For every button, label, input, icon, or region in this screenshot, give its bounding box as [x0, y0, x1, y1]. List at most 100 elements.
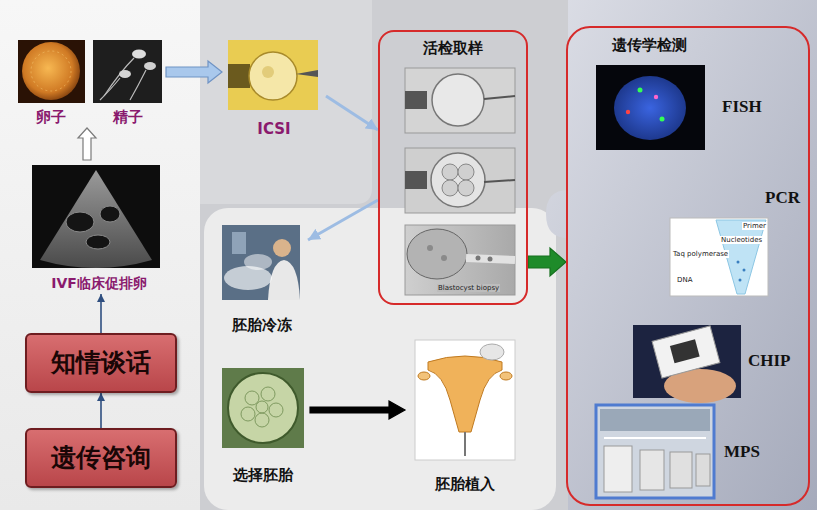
node-label: 活检取样: [423, 39, 483, 57]
ultrasound-image: [32, 165, 160, 268]
biopsy-photo-part: [405, 171, 427, 189]
image-node: 胚胎冷冻: [216, 220, 308, 336]
biopsy-photo-part: [405, 68, 515, 133]
embryo-photo-part: [228, 373, 298, 443]
embryo-photo-part: [245, 391, 259, 405]
embryo-photo-part: [269, 403, 283, 417]
chip-photo: [633, 325, 741, 403]
uterus-illustration-part: [418, 372, 430, 380]
biopsy-photo-part: [431, 153, 485, 207]
sequencer-photo-part: [604, 437, 706, 439]
image-node: 精子: [90, 36, 166, 128]
icsi-photo-part: [296, 70, 318, 77]
icsi-photo-part: [262, 66, 274, 78]
fish-image-part: [660, 117, 665, 122]
biopsy-photo-part: [442, 180, 458, 196]
biopsy-photo-part: [405, 148, 515, 213]
node-label: 胚胎冷冻: [232, 316, 292, 334]
uterus-illustration-part: [415, 340, 515, 460]
sequencer-photo-part: [640, 450, 664, 490]
fish-image-part: [614, 76, 686, 140]
node-label: MPS: [724, 442, 760, 462]
flow-arrow: [310, 401, 405, 419]
node-label: 知情谈话: [51, 348, 151, 378]
fish-image-part: [626, 110, 630, 114]
image-node: 选择胚胎: [216, 362, 310, 486]
sperm-photo-part: [104, 58, 134, 96]
sperm-photo-part: [93, 40, 162, 103]
node-label: PCR: [765, 188, 800, 208]
embryo-photo-part: [222, 368, 304, 448]
uterus-illustration: [415, 340, 515, 460]
backdrop-part: [204, 208, 556, 510]
biopsy-photo-part: [441, 255, 447, 261]
embryo-photo-part: [256, 401, 268, 413]
sperm-photo-part: [132, 50, 146, 59]
biopsy-photo-part: [427, 245, 433, 251]
process-box: 知情谈话: [25, 333, 177, 393]
flow-arrow: [528, 248, 566, 276]
pcr-image-part: [743, 269, 746, 272]
node-label: FISH: [722, 97, 762, 117]
uterus-illustration-part: [428, 356, 502, 432]
image-caption: Blastocyst biopsy: [437, 284, 500, 292]
sperm-photo-part: [144, 62, 156, 70]
icsi-photo-part: [228, 40, 318, 110]
egg-photo-part: [18, 40, 85, 103]
backdrop-part: [200, 0, 817, 510]
sperm-photo-part: [100, 78, 120, 100]
freezing-photo: [222, 225, 300, 300]
sperm-photo-part: [119, 70, 131, 78]
node-label: 精子: [113, 108, 143, 126]
biopsy-photo-part: [458, 180, 474, 196]
sequencer-photo-part: [696, 454, 710, 486]
process-box: 遗传咨询: [25, 428, 177, 488]
uterus-illustration-part: [464, 432, 466, 456]
backdrop-part: [546, 0, 817, 510]
node-label: ICSI: [257, 120, 290, 138]
biopsy-photo-part: [484, 96, 515, 99]
chip-photo-part: [670, 339, 700, 363]
fish-image-part: [654, 95, 658, 99]
chip-photo-part: [652, 326, 720, 378]
sequencer-photo-part: [604, 446, 632, 492]
group-box: FISHPCRCHIPMPS遗传学检测: [566, 26, 810, 506]
flow-arrow: [308, 200, 378, 240]
freezing-photo-part: [222, 225, 300, 300]
biopsy-photo-part: [407, 229, 467, 279]
biopsy-photo-part: [458, 164, 474, 180]
image-node: ICSI: [222, 36, 326, 140]
flow-arrow: [166, 61, 222, 83]
flow-arrow: [326, 96, 378, 130]
freezing-photo-part: [232, 232, 246, 254]
freezing-photo-part: [268, 260, 300, 300]
sequencer-photo: [596, 405, 714, 498]
fish-image-part: [596, 65, 705, 150]
ultrasound-image-part: [100, 206, 120, 222]
image-node: 卵子: [12, 36, 90, 128]
image-node: 胚胎植入: [405, 335, 525, 495]
biopsy-photo-part: [476, 256, 481, 261]
freezing-photo-part: [273, 239, 291, 257]
embryo-photo: [222, 368, 304, 448]
pcr-image-part: [739, 279, 742, 282]
egg-photo-part: [31, 51, 71, 91]
ultrasound-image-part: [66, 212, 94, 232]
node-label: 胚胎植入: [435, 475, 495, 493]
sequencer-photo-part: [596, 405, 714, 498]
freezing-photo-part: [244, 254, 272, 270]
embryo-photo-part: [241, 407, 255, 421]
ultrasound-image-part: [40, 170, 152, 268]
icsi-photo-part: [228, 64, 250, 88]
sequencer-photo-part: [670, 452, 692, 488]
node-label: IVF临床促排卵: [51, 275, 147, 292]
ultrasound-image-part: [32, 165, 160, 268]
egg-photo: [18, 40, 85, 103]
node-label: 选择胚胎: [233, 466, 293, 484]
ultrasound-image-part: [86, 235, 110, 249]
icsi-photo: [228, 40, 318, 110]
image-node: CHIP: [628, 320, 804, 402]
